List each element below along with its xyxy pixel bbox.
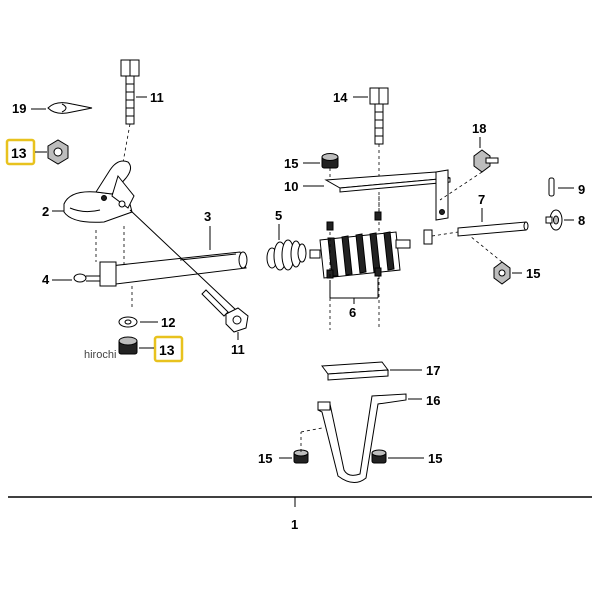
nut-15-right[interactable] <box>493 261 511 285</box>
tube-3[interactable] <box>109 251 248 285</box>
nut-15-bottom-right[interactable] <box>371 449 387 464</box>
label-16[interactable]: 16 <box>426 393 440 408</box>
label-17[interactable]: 17 <box>426 363 440 378</box>
label-12[interactable]: 12 <box>161 315 175 330</box>
tube-end-4[interactable] <box>73 261 117 287</box>
clip-19[interactable] <box>47 102 93 114</box>
highlight-box-13-top <box>5 138 36 166</box>
label-7[interactable]: 7 <box>478 192 485 207</box>
label-14[interactable]: 14 <box>333 90 348 105</box>
nut-13-bottom[interactable] <box>118 336 138 355</box>
washer-12[interactable] <box>118 316 138 328</box>
rod-7[interactable] <box>423 221 529 245</box>
label-15-right[interactable]: 15 <box>526 266 540 281</box>
label-13-bottom[interactable]: 13 <box>159 342 175 358</box>
nut-15-top[interactable] <box>321 153 339 169</box>
bolt-14[interactable] <box>369 87 389 145</box>
nut-13-top[interactable] <box>47 139 69 165</box>
label-8[interactable]: 8 <box>578 213 585 228</box>
bolt-11-top[interactable] <box>120 59 140 125</box>
label-15-bottom-left[interactable]: 15 <box>258 451 272 466</box>
label-13-top[interactable]: 13 <box>11 145 27 161</box>
label-19[interactable]: 19 <box>12 101 26 116</box>
highlight-box-13-bottom <box>153 335 184 363</box>
label-15-bottom-right[interactable]: 15 <box>428 451 442 466</box>
bolt-18[interactable] <box>473 149 499 173</box>
watermark: hirochi <box>84 349 116 361</box>
label-9[interactable]: 9 <box>578 182 585 197</box>
label-5[interactable]: 5 <box>275 208 282 223</box>
label-6[interactable]: 6 <box>349 305 356 320</box>
damper-6[interactable] <box>309 211 411 279</box>
label-11-top[interactable]: 11 <box>150 90 164 105</box>
label-4[interactable]: 4 <box>42 272 50 287</box>
coupling-head-2[interactable] <box>63 160 135 223</box>
bracket-16[interactable] <box>317 393 407 483</box>
label-2[interactable]: 2 <box>42 204 49 219</box>
plate-17[interactable] <box>321 361 389 381</box>
label-10[interactable]: 10 <box>284 179 298 194</box>
bellows-5[interactable] <box>266 239 307 271</box>
disc-8[interactable] <box>545 209 563 231</box>
bolt-11-bottom[interactable] <box>129 209 249 333</box>
label-1[interactable]: 1 <box>291 517 298 532</box>
label-11-bottom[interactable]: 11 <box>231 342 245 357</box>
bracket-10[interactable] <box>324 169 451 221</box>
label-15-top[interactable]: 15 <box>284 156 298 171</box>
pin-9[interactable] <box>548 177 555 197</box>
label-3[interactable]: 3 <box>204 209 211 224</box>
label-18[interactable]: 18 <box>472 121 486 136</box>
